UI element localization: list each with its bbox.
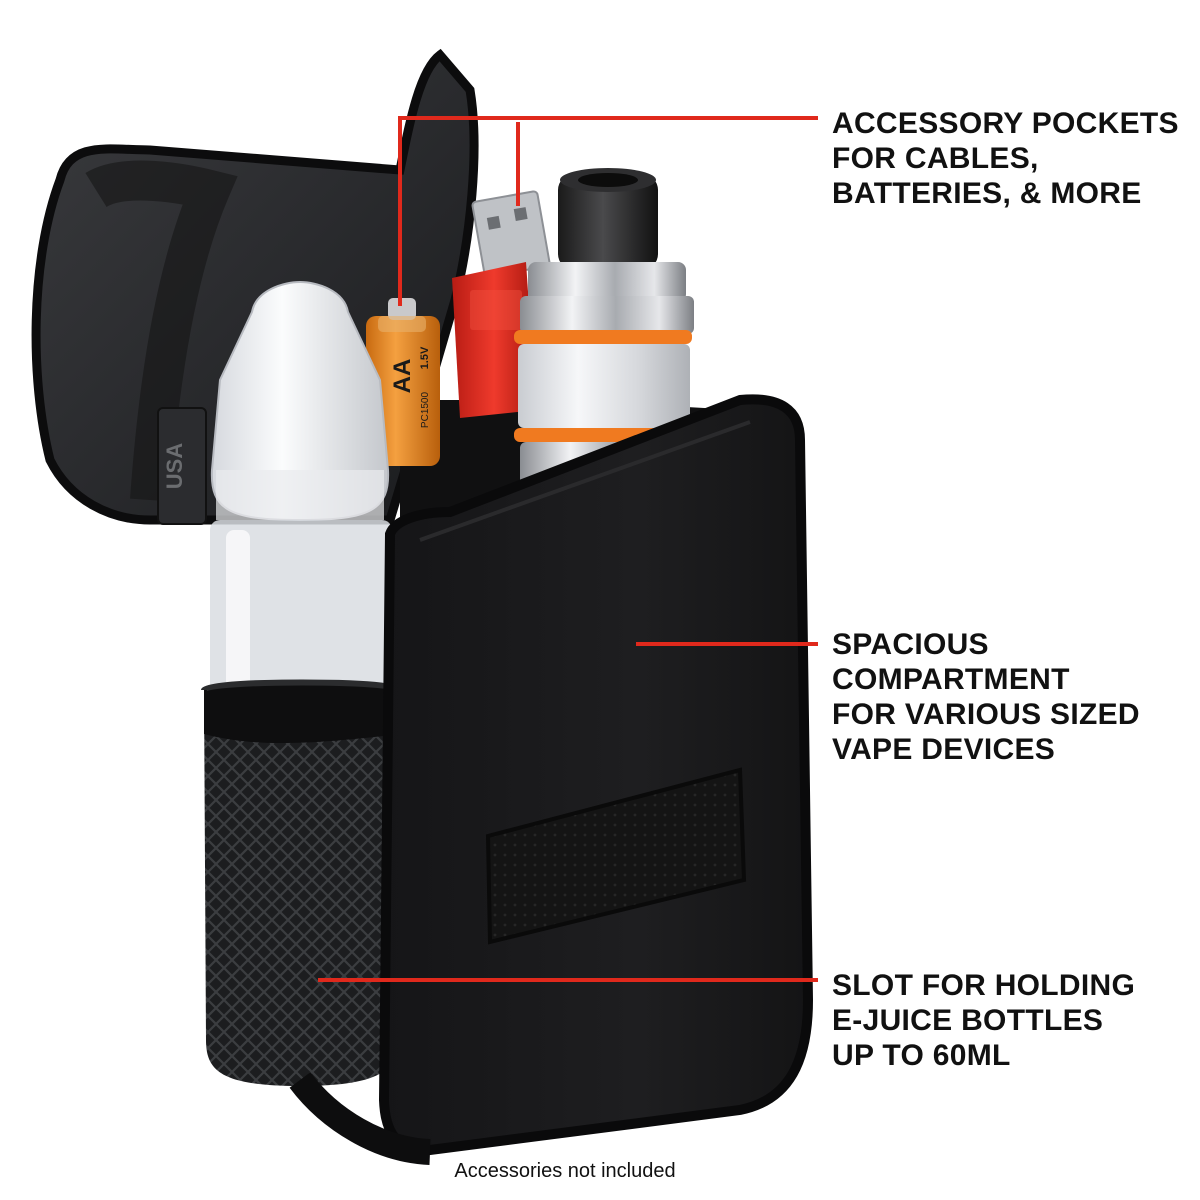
accessories-disclaimer: Accessories not included xyxy=(454,1160,676,1182)
callout-line: FOR CABLES, xyxy=(832,142,1039,175)
usb-drive xyxy=(452,190,551,418)
battery-voltage-label: 1.5V xyxy=(419,346,431,369)
callout-line: UP TO 60ML xyxy=(832,1039,1011,1072)
callout-leader-lines xyxy=(318,116,818,982)
callout-line: COMPARTMENT xyxy=(832,663,1070,696)
case-front-body xyxy=(289,394,814,1165)
battery-model-label: PC1500 xyxy=(420,391,431,428)
callout-spacious-compartment: SPACIOUS COMPARTMENT FOR VARIOUS SIZED V… xyxy=(832,627,1140,767)
callout-line: SPACIOUS xyxy=(832,628,989,661)
callout-bottle-slot: SLOT FOR HOLDING E-JUICE BOTTLES UP TO 6… xyxy=(832,968,1135,1073)
callout-line: FOR VARIOUS SIZED xyxy=(832,698,1140,731)
battery-size-label: AA xyxy=(389,359,416,394)
callout-line: VAPE DEVICES xyxy=(832,733,1056,766)
mesh-bottle-sleeve xyxy=(201,679,403,1086)
velcro-strip xyxy=(485,767,747,945)
brand-tag: USA xyxy=(157,407,207,525)
callout-accessory-pockets: ACCESSORY POCKETS FOR CABLES, BATTERIES,… xyxy=(832,106,1179,211)
callout-line: SLOT FOR HOLDING xyxy=(832,969,1136,1002)
callout-line: ACCESSORY POCKETS xyxy=(832,107,1179,140)
brand-tag-text: USA xyxy=(162,443,187,490)
leader-line-accessory-battery xyxy=(398,116,818,306)
callout-line: BATTERIES, & MORE xyxy=(832,177,1142,210)
callout-line: E-JUICE BOTTLES xyxy=(832,1004,1104,1037)
